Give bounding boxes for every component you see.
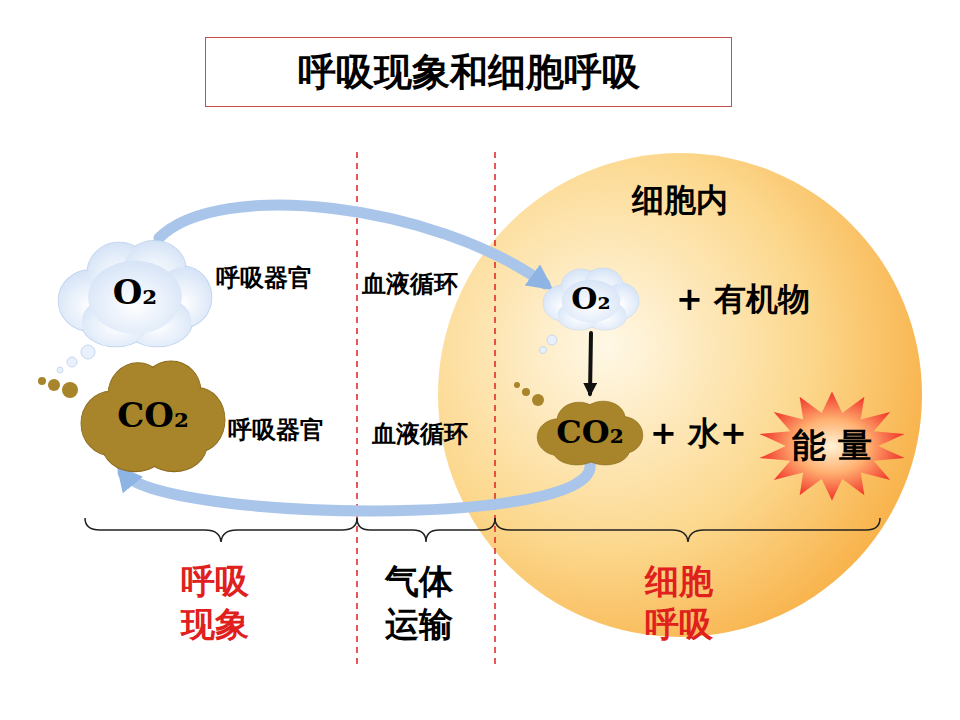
- title-box: 呼吸现象和细胞呼吸: [205, 37, 732, 107]
- gas-cloud: O₂: [55, 232, 215, 352]
- node-label: O₂: [113, 272, 158, 312]
- energy-burst: 能 量: [756, 390, 908, 502]
- path-label: + 水+: [650, 412, 747, 456]
- brace-brackets: [85, 518, 880, 542]
- path-label: 血液循环: [372, 418, 468, 450]
- node-label: CO₂: [556, 413, 623, 451]
- flow-arrow: [123, 464, 590, 511]
- gas-cloud: O₂: [541, 263, 641, 333]
- path-label: 血液循环: [362, 268, 458, 300]
- title-text: 呼吸现象和细胞呼吸: [298, 47, 640, 98]
- path-label: + 有机物: [676, 278, 810, 322]
- node-label: 能 量: [792, 423, 872, 469]
- path-label: 呼吸器官: [216, 262, 312, 294]
- region-label: 细胞内: [632, 179, 728, 223]
- section-label: 气体运输: [384, 560, 454, 645]
- section-label: 细胞呼吸: [644, 560, 714, 645]
- gas-cloud: CO₂: [78, 352, 228, 477]
- conversion-arrow: [590, 333, 591, 394]
- section-label: 呼吸现象: [180, 560, 250, 645]
- node-label: CO₂: [117, 395, 189, 435]
- node-label: O₂: [571, 281, 610, 316]
- gas-cloud: CO₂: [535, 396, 645, 468]
- path-label: 呼吸器官: [228, 414, 324, 446]
